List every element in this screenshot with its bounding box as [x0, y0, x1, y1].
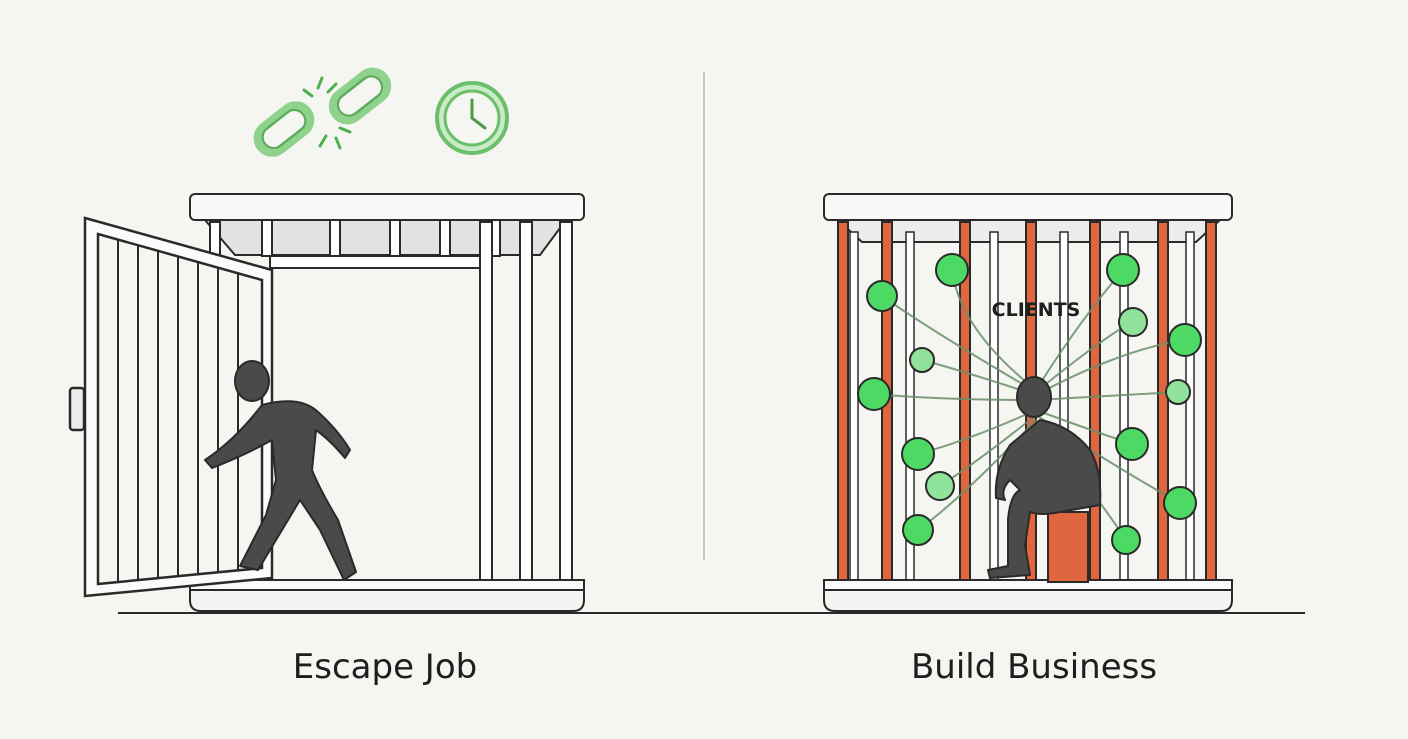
client-node	[866, 280, 898, 312]
left-panel-escape-job: Escape Job	[68, 67, 585, 687]
client-node	[925, 471, 955, 501]
client-node	[1111, 525, 1141, 555]
client-node	[1115, 427, 1149, 461]
client-node	[1168, 323, 1202, 357]
client-node	[1118, 307, 1148, 337]
right-panel-build-business: CLIENTS Build Business	[823, 193, 1233, 687]
client-node	[1106, 253, 1140, 287]
escaping-person	[204, 360, 357, 581]
clients-label: CLIENTS	[992, 299, 1081, 321]
client-node	[909, 347, 935, 373]
client-nodes	[857, 253, 1202, 555]
client-node	[857, 377, 891, 411]
cage-door[interactable]	[68, 216, 274, 598]
seat-block	[1047, 511, 1089, 583]
caption-build-business: Build Business	[911, 647, 1157, 687]
seated-person	[987, 376, 1102, 579]
client-node	[901, 437, 935, 471]
client-node	[1163, 486, 1197, 520]
client-node	[902, 514, 934, 546]
client-node	[1165, 379, 1191, 405]
broken-chain-icon	[253, 67, 392, 157]
client-node	[935, 253, 969, 287]
caption-escape-job: Escape Job	[293, 647, 477, 687]
clock-icon	[435, 81, 509, 155]
